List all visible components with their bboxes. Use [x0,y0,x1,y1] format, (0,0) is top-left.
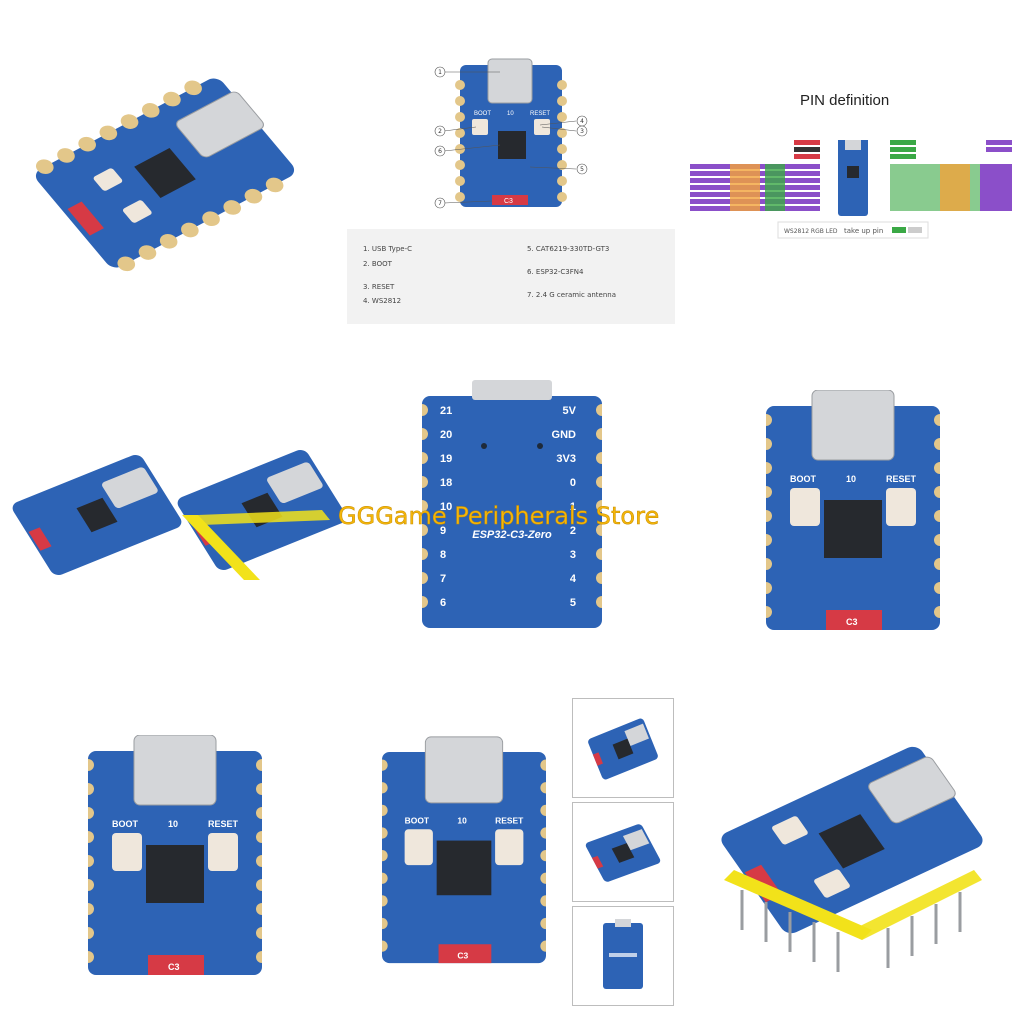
callout-3: 3 [580,128,584,135]
silk-c3: C3 [457,950,468,960]
back-pin-20: 20 [440,429,452,441]
thumbnail-1[interactable] [572,698,674,798]
silk-boot: BOOT [790,474,817,484]
component-legend: 1. USB Type-C 2. BOOT 3. RESET 4. WS2812… [347,229,675,324]
two-boards-photo [12,440,342,590]
callout-2: 2 [438,128,442,135]
board-front-photo-2: BOOT 10 RESET C3 [382,735,546,965]
board-front-photo-1: BOOT 10 RESET C3 [88,735,262,975]
back-pin-5: 5 [570,597,576,609]
board-with-headers-photo [712,730,994,980]
back-pin-10: 10 [440,501,452,513]
store-watermark: GGGame Peripherals Store [338,502,660,531]
legend-item: 7. 2.4 G ceramic antenna [527,291,617,299]
silk-boot: BOOT [405,816,430,826]
thumbnail-2[interactable] [572,802,674,902]
back-pin-4: 4 [570,573,577,585]
silk-10: 10 [457,816,467,826]
thumbnail-3[interactable] [572,906,674,1006]
silk-reset: RESET [886,474,917,484]
back-pin-3v3: 3V3 [556,453,576,465]
silk-reset: RESET [495,816,524,826]
legend-item: 4. WS2812 [363,297,402,305]
callout-1: 1 [438,69,442,76]
silk-reset: RESET [530,111,550,117]
legend-item: 3. RESET [363,283,395,291]
back-pin-gnd: GND [552,429,577,441]
legend-item: 1. USB Type-C [363,245,412,253]
back-pin-21: 21 [440,405,452,417]
pin-definition-title: PIN definition [800,92,890,109]
silk-10: 10 [168,819,178,829]
silk-c3: C3 [168,962,180,972]
component-diagram: BOOT 10 RESET C3 1 2 6 7 4 3 5 [430,55,600,215]
silk-c3: C3 [504,198,513,205]
back-pin-5v: 5V [563,405,577,417]
back-pin-9: 9 [440,525,446,537]
back-board-label: ESP32-C3-Zero [472,529,552,541]
callout-4: 4 [580,118,584,125]
board-back-photo: 21 20 19 18 10 9 8 7 6 5V GND 3V3 0 1 2 … [422,380,602,628]
callout-6: 6 [438,148,442,155]
callout-7: 7 [438,200,442,207]
back-pin-1: 1 [570,501,576,513]
silk-10: 10 [846,474,856,484]
back-pin-0: 0 [570,477,576,489]
pinout-table-image: WS2812 RGB LED take up pin [690,140,1012,240]
silk-boot: BOOT [112,819,139,829]
back-pin-18: 18 [440,477,452,489]
board-angled-photo [30,55,300,285]
back-pin-6: 6 [440,597,446,609]
pinout-pullup-label: take up pin [844,227,883,235]
silk-boot: BOOT [474,111,491,117]
back-pin-7: 7 [440,573,446,585]
legend-item: 6. ESP32-C3FN4 [527,268,584,276]
callout-5: 5 [580,166,584,173]
back-pin-8: 8 [440,549,446,561]
back-pin-3: 3 [570,549,576,561]
board-top-photo: BOOT 10 RESET C3 [766,390,940,630]
silk-10: 10 [507,111,514,117]
back-pin-2: 2 [570,525,576,537]
pinout-led-label: WS2812 RGB LED [784,228,838,235]
silk-reset: RESET [208,819,239,829]
silk-c3: C3 [846,617,858,627]
back-pin-19: 19 [440,453,452,465]
legend-item: 5. CAT6219-330TD-GT3 [527,245,610,253]
legend-item: 2. BOOT [363,260,392,268]
